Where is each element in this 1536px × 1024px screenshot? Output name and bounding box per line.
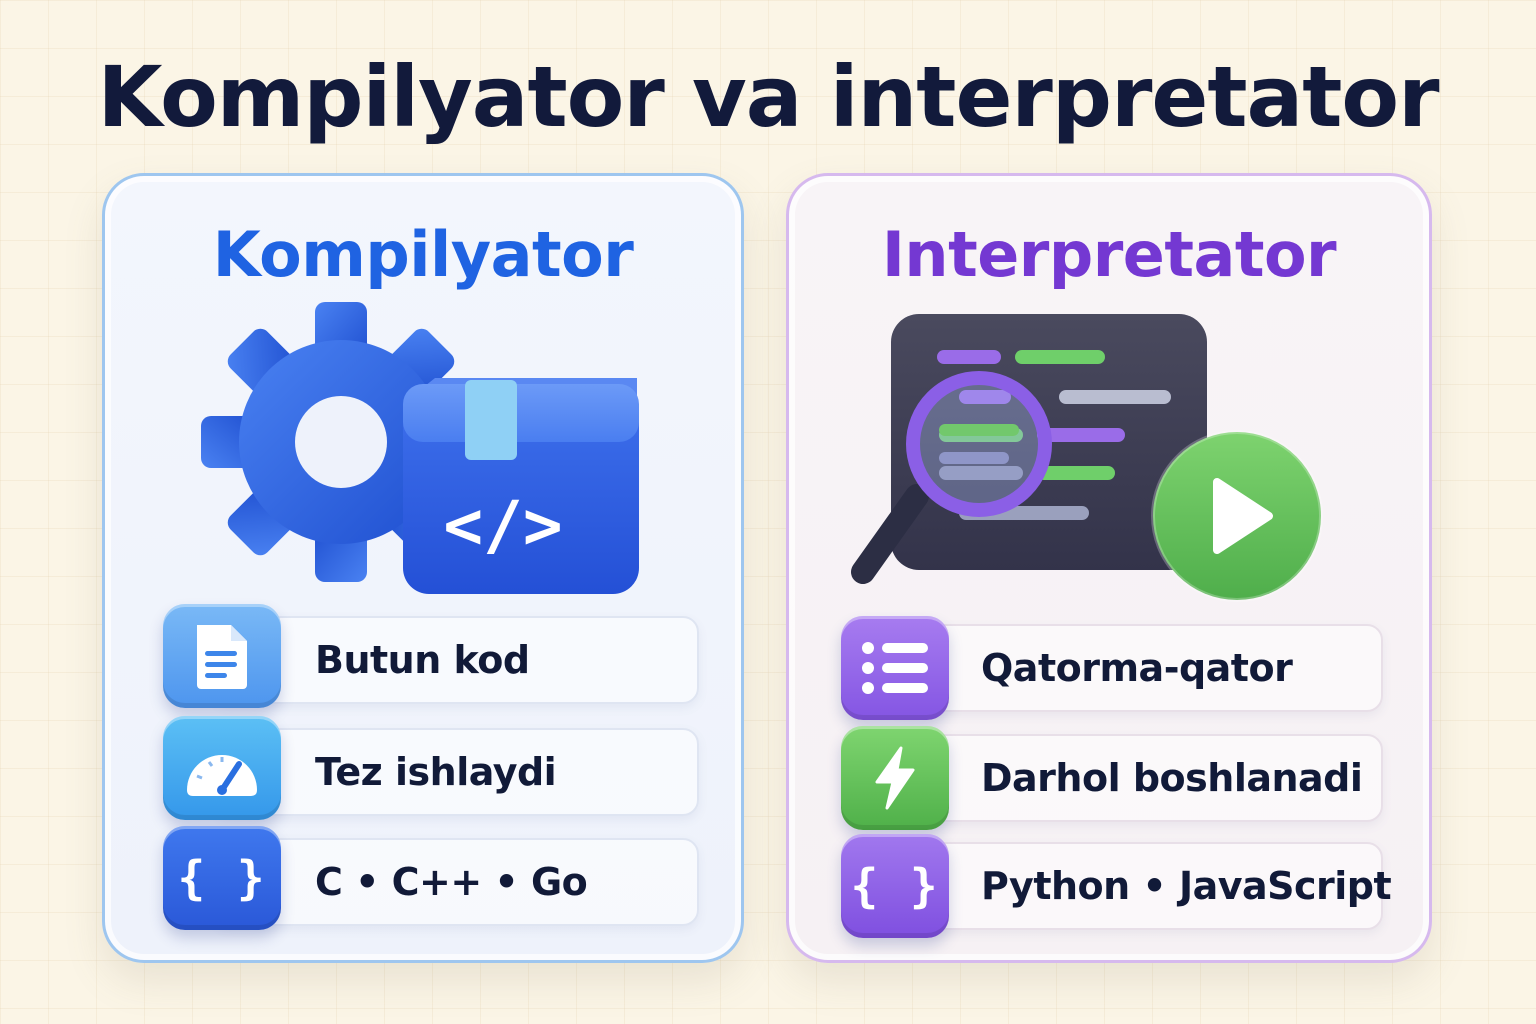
document-icon	[163, 604, 281, 708]
interpreter-title: Interpretator	[881, 218, 1337, 291]
lightning-icon	[841, 726, 949, 830]
interpreter-row-instant: Darhol boshlanadi	[889, 734, 1383, 822]
compiler-row-whole-code: Butun kod	[213, 616, 699, 704]
row-label: Tez ishlaydi	[315, 750, 557, 794]
row-label: Darhol boshlanadi	[981, 756, 1363, 800]
braces-glyph: { }	[850, 859, 940, 913]
magnifier-icon	[851, 371, 1052, 584]
page-title: Kompilyator va interpretator	[97, 48, 1439, 146]
compiler-illustration: </>	[201, 302, 639, 594]
compiler-row-fast: Tez ishlaydi	[213, 728, 699, 816]
compiler-row-languages: C • C++ • Go	[213, 838, 699, 926]
interpreter-card: Interpretator	[786, 173, 1432, 963]
row-label: Qatorma-qator	[981, 646, 1293, 690]
gear-icon	[201, 302, 481, 582]
speedometer-icon	[163, 716, 281, 820]
row-label: C • C++ • Go	[315, 860, 588, 904]
play-icon	[1151, 430, 1323, 602]
braces-glyph: { }	[177, 851, 267, 905]
compiler-card: Kompilyator	[102, 173, 744, 963]
code-symbol: </>	[443, 487, 562, 564]
code-box-icon: </>	[403, 378, 639, 594]
curly-braces-icon: { }	[841, 834, 949, 938]
curly-braces-icon: { }	[163, 826, 281, 930]
compiler-title: Kompilyator	[212, 218, 634, 291]
interpreter-row-line-by-line: Qatorma-qator	[889, 624, 1383, 712]
row-label: Butun kod	[315, 638, 530, 682]
interpreter-illustration	[851, 314, 1323, 602]
list-icon	[841, 616, 949, 720]
interpreter-row-languages: Python • JavaScript	[889, 842, 1392, 930]
row-label: Python • JavaScript	[981, 864, 1392, 908]
